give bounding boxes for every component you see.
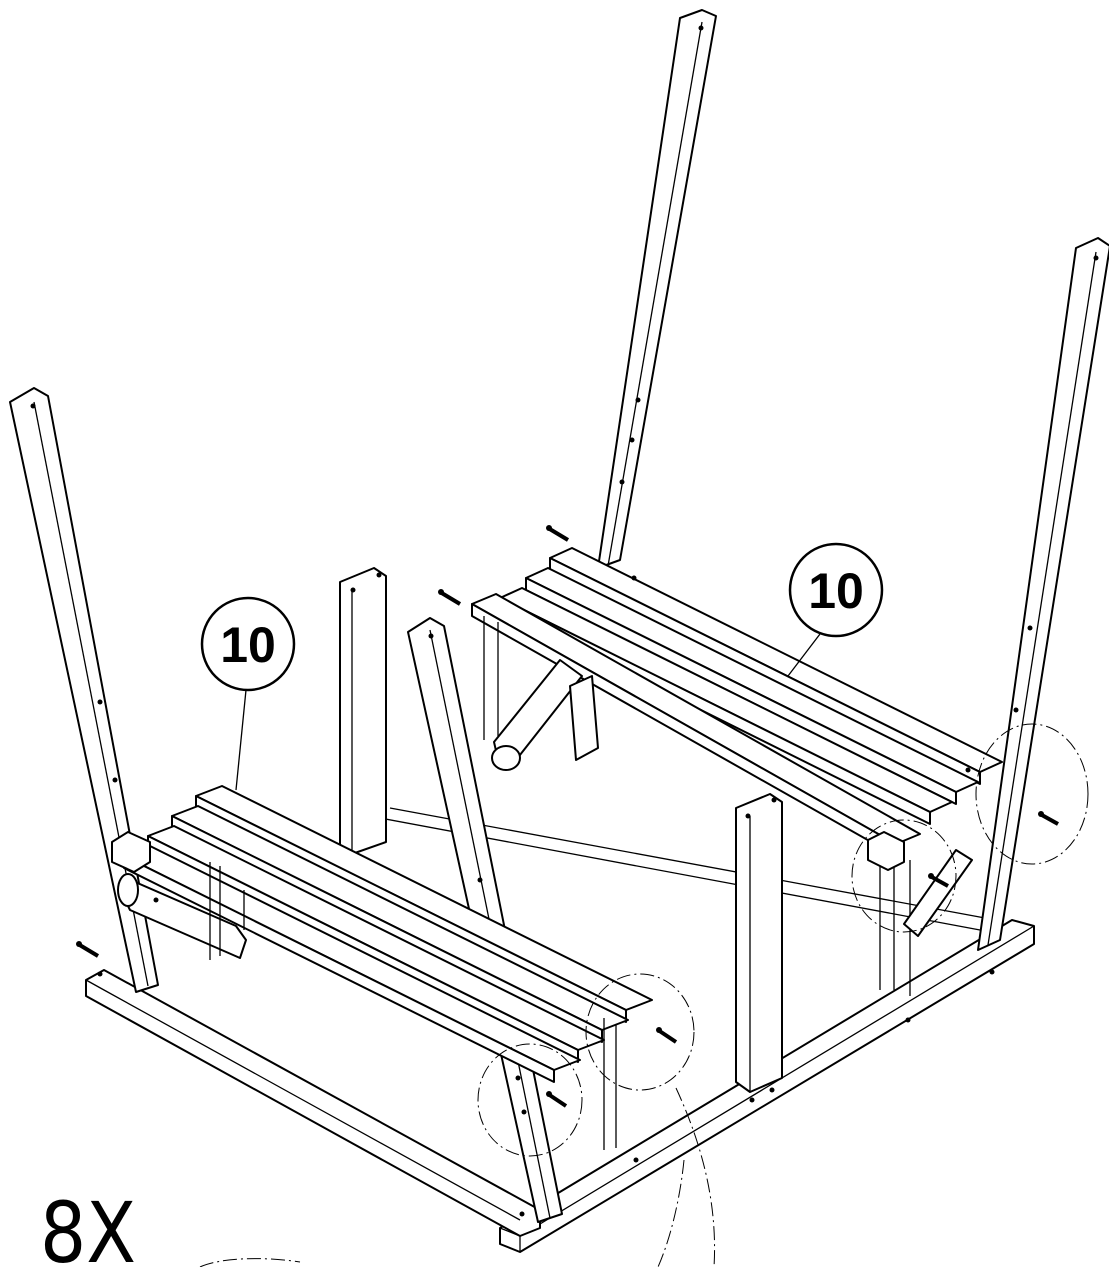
base-frame bbox=[85, 807, 1035, 1253]
screw-icon bbox=[656, 1027, 678, 1044]
bench-left bbox=[111, 785, 653, 1150]
screw-icon bbox=[76, 941, 100, 958]
screw-icon bbox=[1038, 811, 1059, 826]
post-middle-left bbox=[339, 567, 387, 855]
bench-right bbox=[471, 547, 1003, 996]
post-middle-right bbox=[735, 793, 783, 1093]
screw-icon bbox=[546, 525, 570, 542]
leg-right-tall bbox=[977, 237, 1109, 951]
quantity-label: 8X bbox=[40, 1184, 136, 1267]
leg-back-tall bbox=[597, 9, 717, 569]
screw-icon bbox=[546, 1091, 568, 1108]
callout-number: 10 bbox=[220, 617, 276, 673]
callout-part-10-right: 10 bbox=[787, 542, 884, 677]
screw-icon bbox=[438, 589, 462, 606]
detail-circles bbox=[199, 723, 1089, 1267]
screws bbox=[76, 525, 1059, 1108]
callout-number: 10 bbox=[808, 563, 864, 619]
callout-part-10-left: 10 bbox=[200, 596, 296, 791]
screw-icon bbox=[928, 873, 949, 888]
